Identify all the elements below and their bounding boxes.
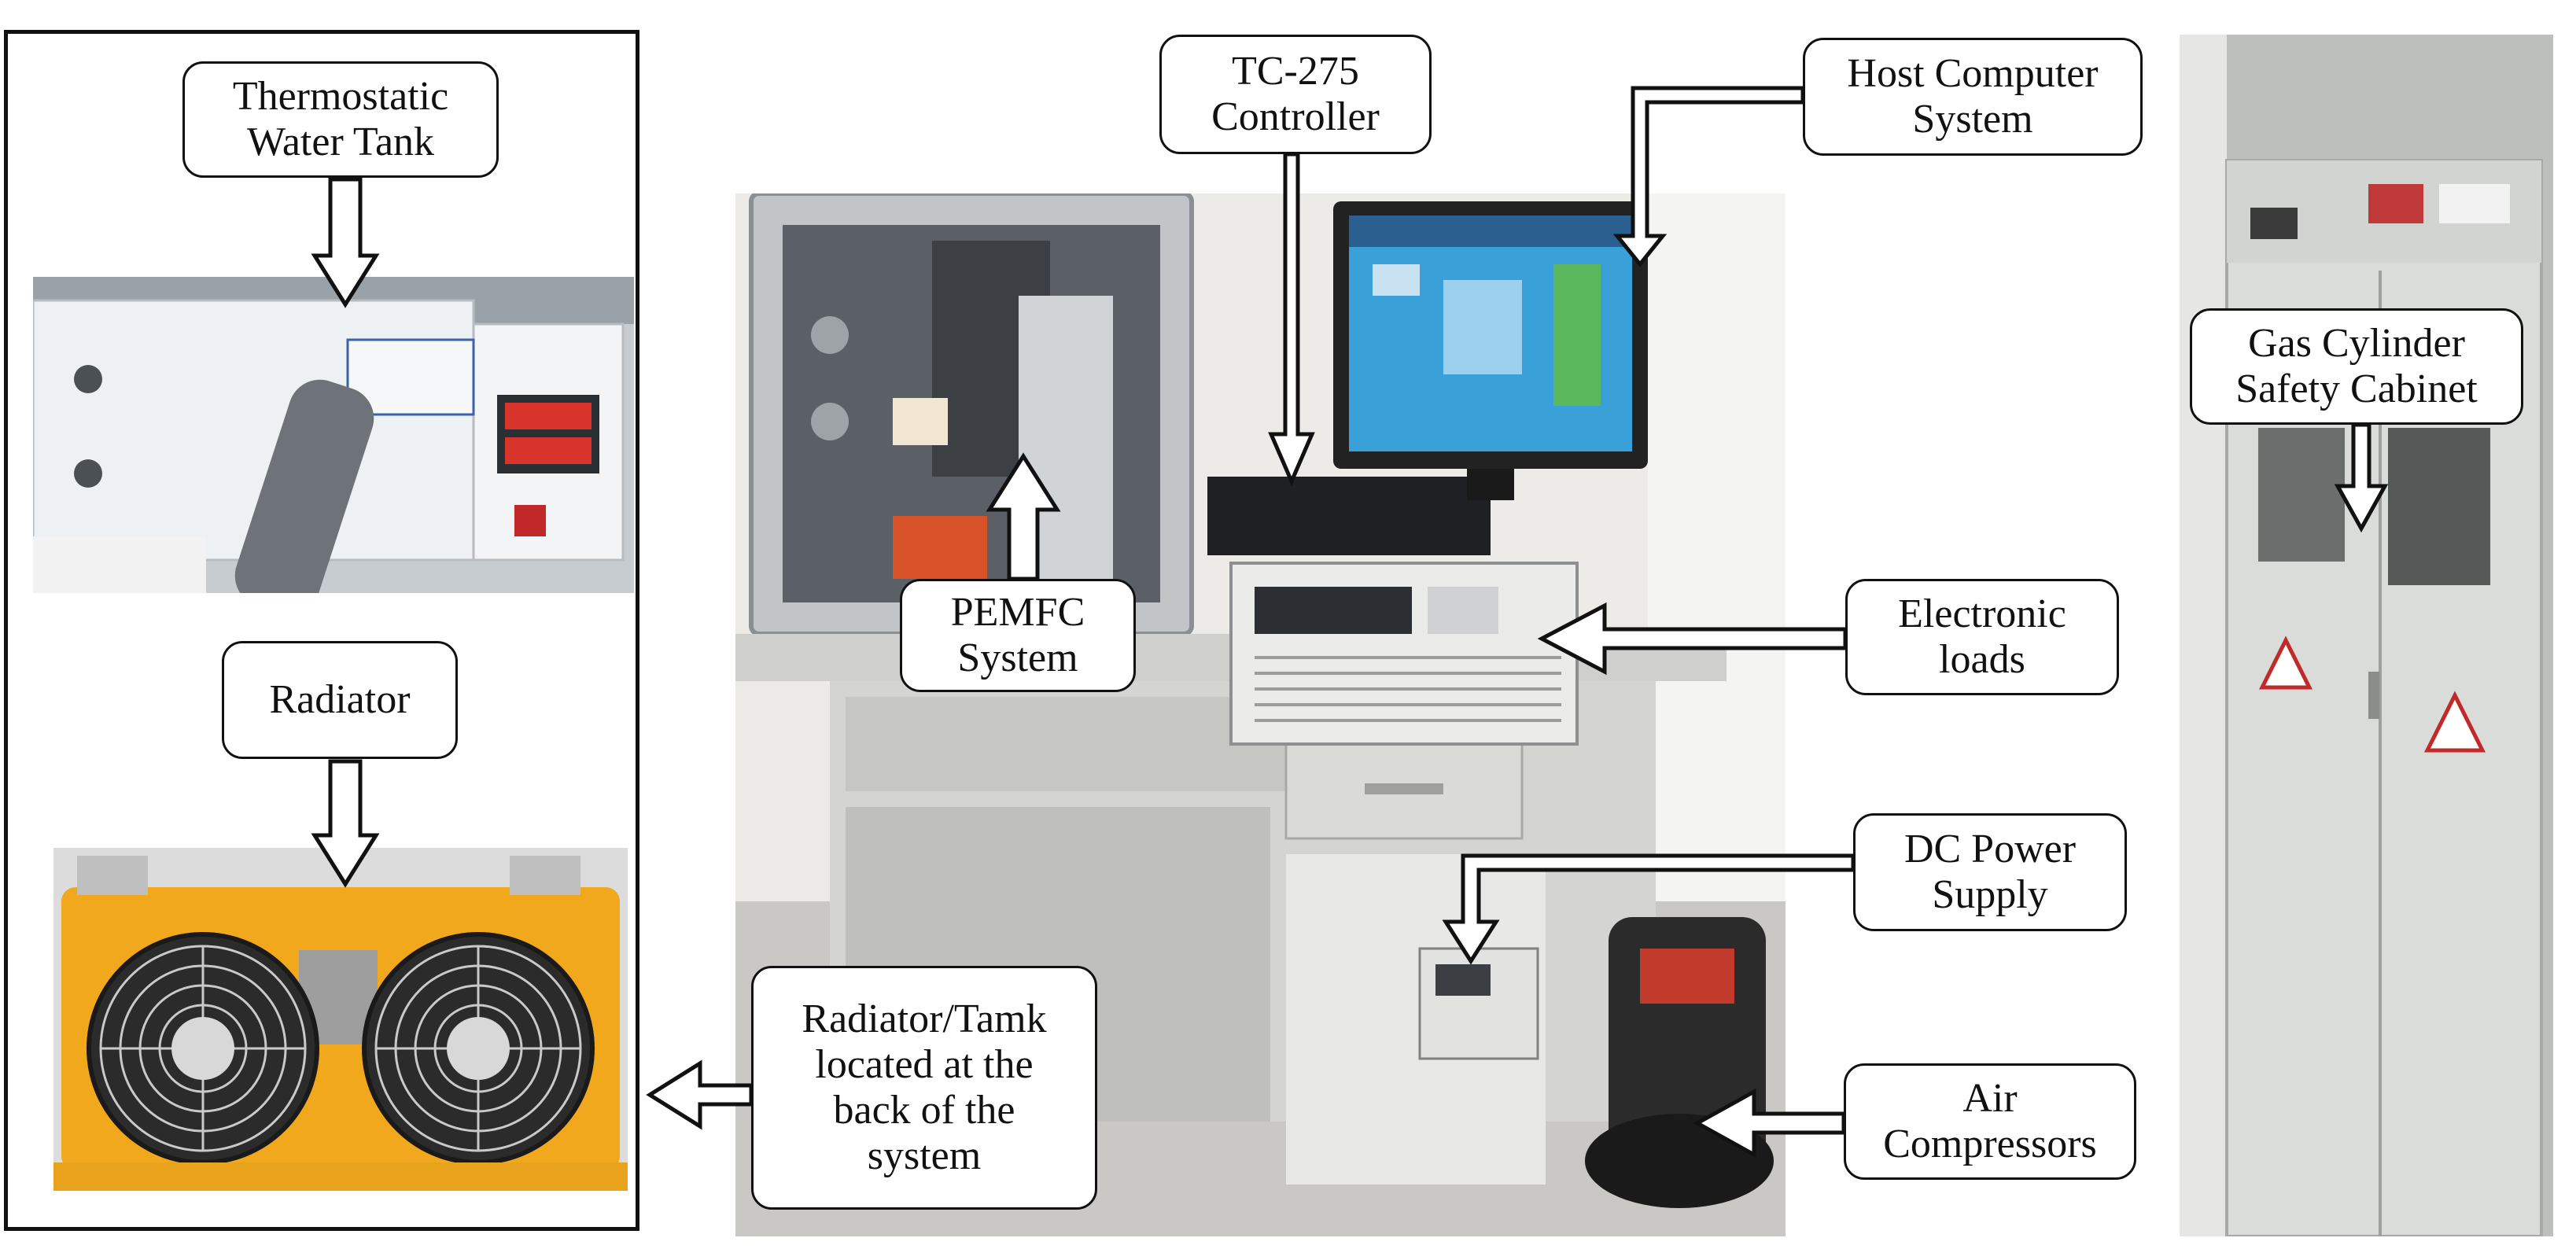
- label-tc275-controller: TC-275 Controller: [1159, 35, 1432, 154]
- gas-cabinet-photo: [2180, 35, 2553, 1236]
- radiator-photo: [53, 848, 628, 1191]
- label-host-computer-system: Host Computer System: [1803, 38, 2143, 156]
- label-gas-cylinder-safety-cabinet: Gas Cylinder Safety Cabinet: [2190, 308, 2523, 425]
- label-radiator: Radiator: [222, 641, 458, 759]
- left-panel-frame: [4, 30, 639, 1231]
- label-thermostatic-water-tank: Thermostatic Water Tank: [182, 61, 499, 178]
- label-electronic-loads: Electronic loads: [1845, 579, 2119, 695]
- label-dc-power-supply: DC Power Supply: [1853, 813, 2127, 931]
- label-pemfc-system: PEMFC System: [900, 579, 1136, 692]
- water-tank-photo: [33, 277, 634, 593]
- label-radiator-tank-note: Radiator/Tamk located at the back of the…: [751, 966, 1097, 1210]
- label-air-compressors: Air Compressors: [1844, 1063, 2136, 1180]
